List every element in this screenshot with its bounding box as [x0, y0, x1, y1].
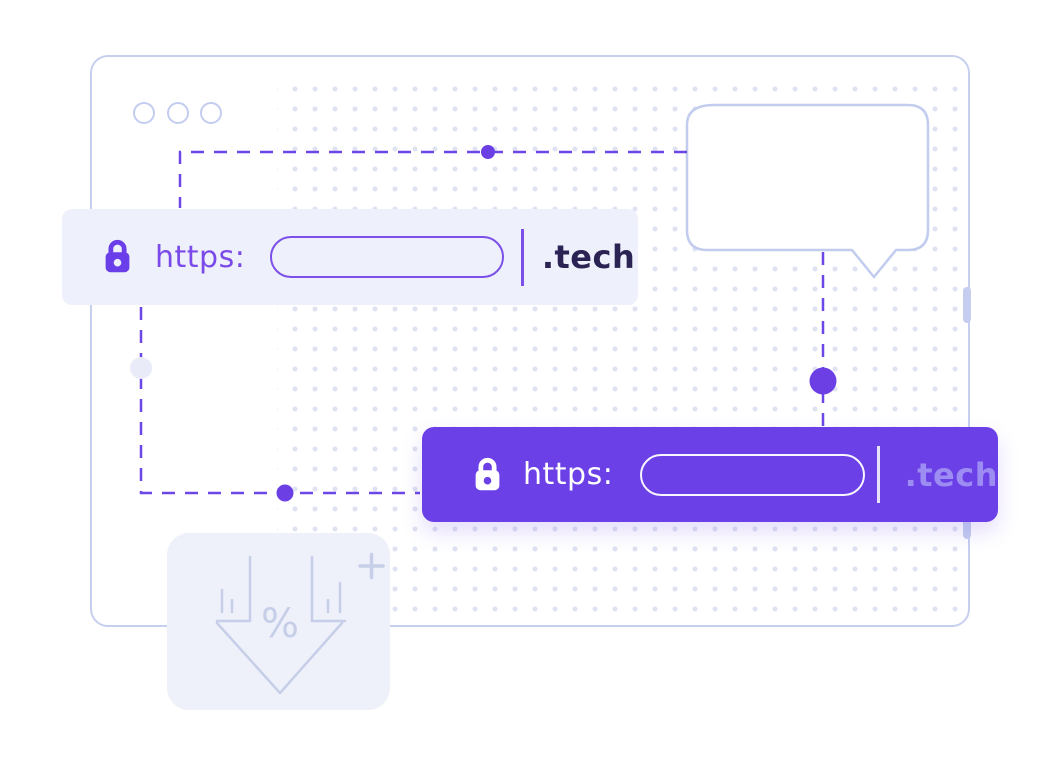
lock-icon — [475, 457, 500, 490]
url-bar-purple: https: .tech — [422, 427, 998, 522]
discount-arrow-icon: % — [215, 552, 385, 695]
window-control-circle-icon — [167, 102, 189, 124]
chart-axis-left — [215, 555, 252, 623]
chart-bars-left — [220, 588, 234, 614]
protocol-label: https: — [523, 457, 614, 492]
url-input-pill — [640, 453, 866, 496]
scrollbar-pill — [963, 287, 971, 323]
tld-label: .tech — [541, 238, 636, 276]
chart-bars-right — [326, 581, 342, 614]
tld-divider — [521, 228, 524, 286]
lock-icon — [105, 239, 130, 273]
tld-label: .tech — [904, 455, 998, 494]
url-input-pill — [270, 236, 505, 278]
protocol-label: https: — [155, 239, 246, 275]
window-control-circle-icon — [133, 102, 155, 124]
window-control-circle-icon — [200, 102, 222, 124]
discount-card: % — [167, 533, 390, 710]
url-bar-light: https: .tech — [62, 209, 638, 305]
tld-divider — [877, 446, 880, 503]
plus-icon — [358, 552, 385, 580]
chart-axis-right — [310, 555, 347, 623]
percent-label: % — [261, 601, 299, 647]
down-arrow — [215, 621, 344, 695]
